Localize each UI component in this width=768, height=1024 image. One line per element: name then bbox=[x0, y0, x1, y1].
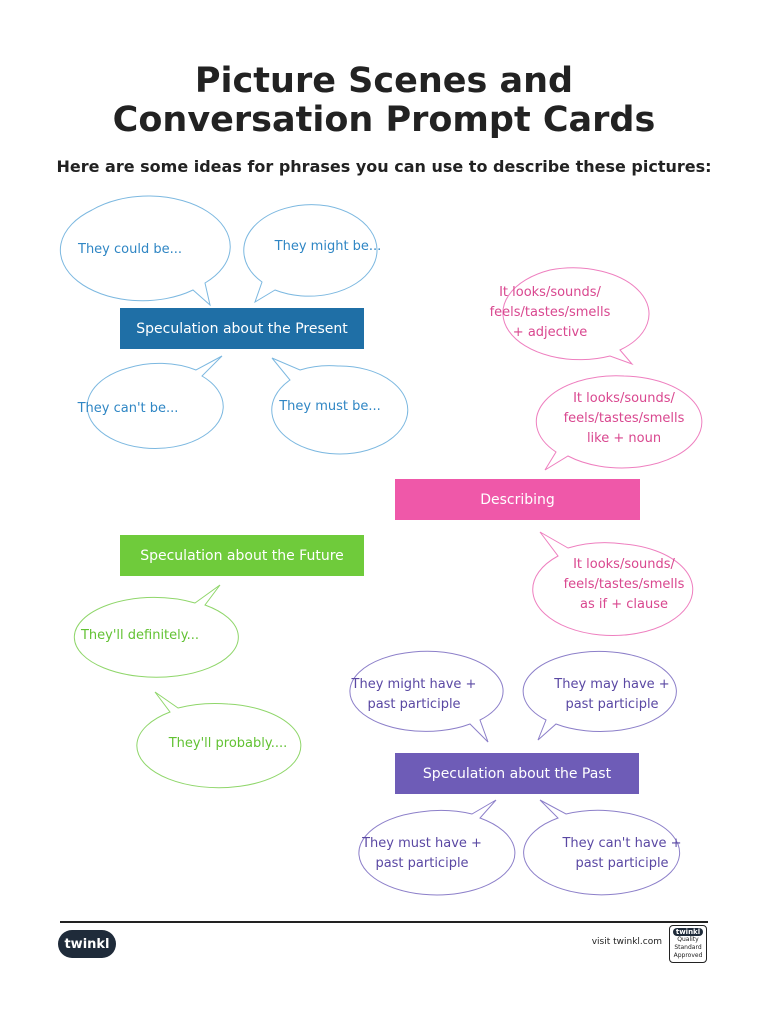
bubble-text-probably: They'll probably.... bbox=[168, 736, 288, 751]
title-line-1: Picture Scenes and bbox=[194, 61, 574, 101]
bubble-line: past participle bbox=[575, 856, 669, 871]
bubble-describing-like-noun bbox=[535, 375, 703, 471]
bubble-line: They can't have + bbox=[562, 836, 682, 851]
bubble-line: It looks/sounds/ bbox=[573, 557, 675, 572]
banner-speculation-future: Speculation about the Future bbox=[120, 535, 364, 576]
bubble-definitely bbox=[73, 584, 239, 678]
bubble-text-might-have: They might have + past participle bbox=[338, 674, 490, 716]
badge-brand: twinkl bbox=[672, 928, 704, 936]
bubble-describing-adjective bbox=[502, 267, 650, 366]
bubble-might-have bbox=[349, 650, 504, 743]
banner-describing: Describing bbox=[395, 479, 640, 520]
banner-speculation-past: Speculation about the Past bbox=[395, 753, 639, 794]
twinkl-logo[interactable]: twinkl bbox=[58, 930, 116, 958]
bubble-line: feels/tastes/smells bbox=[563, 411, 685, 426]
bubble-line: It looks/sounds/ bbox=[499, 285, 601, 300]
bubble-cant-have bbox=[523, 799, 681, 896]
bubble-line: They might have + bbox=[351, 677, 477, 692]
bubble-text-as-if: It looks/sounds/ feels/tastes/smells as … bbox=[544, 554, 704, 616]
bubble-probably bbox=[136, 691, 302, 789]
bubble-line: feels/tastes/smells bbox=[563, 577, 685, 592]
bubble-line: feels/tastes/smells bbox=[489, 305, 611, 320]
bubble-text-could-be: They could be... bbox=[78, 242, 182, 257]
bubble-text-definitely: They'll definitely... bbox=[80, 628, 200, 643]
bubble-they-cant-be bbox=[86, 355, 224, 449]
bubble-line: They may have + bbox=[554, 677, 670, 692]
bubble-text-cant-have: They can't have + past participle bbox=[544, 833, 700, 875]
bubble-line: past participle bbox=[367, 697, 461, 712]
bubble-they-must-be bbox=[271, 357, 409, 455]
visit-link[interactable]: visit twinkl.com bbox=[591, 937, 662, 947]
bubble-text-cant-be: They can't be... bbox=[77, 401, 179, 416]
bubble-line: past participle bbox=[375, 856, 469, 871]
bubble-must-have bbox=[358, 799, 516, 896]
banner-speculation-present: Speculation about the Present bbox=[120, 308, 364, 349]
page-subtitle: Here are some ideas for phrases you can … bbox=[56, 157, 712, 176]
bubble-text-adjective: It looks/sounds/ feels/tastes/smells + a… bbox=[474, 282, 626, 344]
badge-line-1: Quality Standard bbox=[674, 936, 702, 951]
quality-badge-icon: twinkl Quality Standard Approved bbox=[669, 925, 707, 963]
bubble-line: They must have + bbox=[362, 836, 482, 851]
footer-divider bbox=[60, 921, 708, 923]
bubble-they-might-be bbox=[243, 204, 378, 304]
bubble-text-might-be: They might be... bbox=[274, 239, 382, 254]
bubble-line: + adjective bbox=[512, 325, 588, 340]
bubble-they-could-be bbox=[59, 195, 231, 307]
badge-line-2: Approved bbox=[673, 952, 703, 959]
bubble-line: as if + clause bbox=[580, 597, 668, 612]
bubble-may-have bbox=[522, 650, 677, 741]
bubble-text-must-have: They must have + past participle bbox=[344, 833, 500, 875]
bubble-line: It looks/sounds/ bbox=[573, 391, 675, 406]
bubble-text-may-have: They may have + past participle bbox=[536, 674, 688, 716]
bubble-text-like-noun: It looks/sounds/ feels/tastes/smells lik… bbox=[544, 388, 704, 450]
bubble-line: past participle bbox=[565, 697, 659, 712]
title-line-2: Conversation Prompt Cards bbox=[112, 100, 656, 140]
page-title: Picture Scenes and Conversation Prompt C… bbox=[0, 62, 768, 140]
bubble-describing-as-if bbox=[532, 531, 694, 637]
bubble-line: like + noun bbox=[586, 431, 662, 446]
bubble-text-must-be: They must be... bbox=[279, 399, 381, 414]
